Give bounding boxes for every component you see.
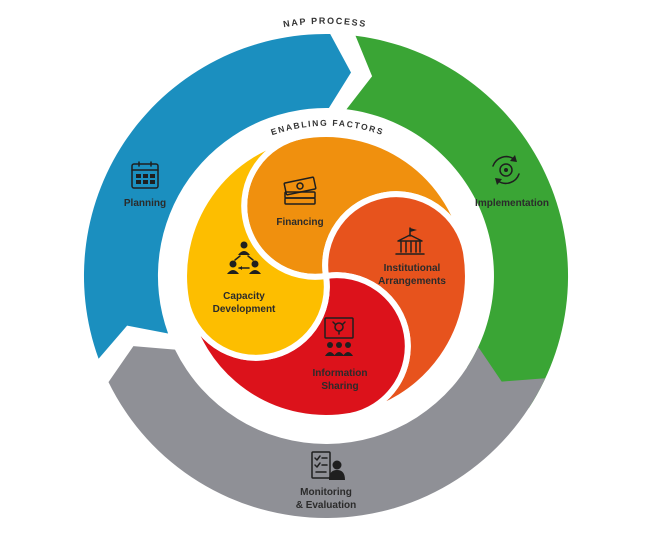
monitoring-label-line1: Monitoring [300, 487, 352, 498]
monitoring-ring-shape [108, 346, 546, 518]
planning-label: Planning [124, 198, 166, 209]
planning-segment[interactable]: Planning [124, 161, 166, 209]
information-label-line1: Information [313, 368, 368, 379]
planning-ring-shape [83, 33, 351, 359]
calendar-icon [131, 161, 159, 189]
capacity-label-line2: Development [213, 304, 276, 315]
capacity-label-line1: Capacity [223, 291, 265, 302]
implementation-label: Implementation [475, 198, 549, 209]
presentation-board-icon [324, 317, 354, 356]
financing-factor[interactable]: Financing [276, 176, 324, 228]
institutional-label-line2: Arrangements [378, 276, 446, 287]
implementation-segment[interactable]: Implementation [475, 155, 549, 209]
nap-process-heading: NAP PROCESS [282, 16, 367, 29]
enabling-factors-swirl [181, 131, 471, 421]
capacity-factor[interactable]: Capacity Development [213, 241, 276, 316]
information-factor[interactable]: Information Sharing [313, 317, 368, 392]
team-network-icon [227, 241, 261, 274]
checklist-person-icon [311, 451, 345, 480]
monitoring-label-line2: & Evaluation [296, 500, 357, 511]
institutional-label-line1: Institutional [384, 263, 441, 274]
monitoring-segment[interactable]: Monitoring & Evaluation [296, 451, 357, 511]
institution-building-icon [395, 227, 425, 255]
institutional-factor[interactable]: Institutional Arrangements [378, 227, 446, 287]
information-label-line2: Sharing [321, 381, 358, 392]
money-stack-icon [283, 176, 317, 205]
implementation-ring-shape [346, 35, 569, 408]
outer-ring [83, 33, 569, 518]
capacity-petal [181, 133, 330, 361]
financing-label: Financing [276, 217, 323, 228]
gear-cycle-icon [492, 155, 520, 185]
